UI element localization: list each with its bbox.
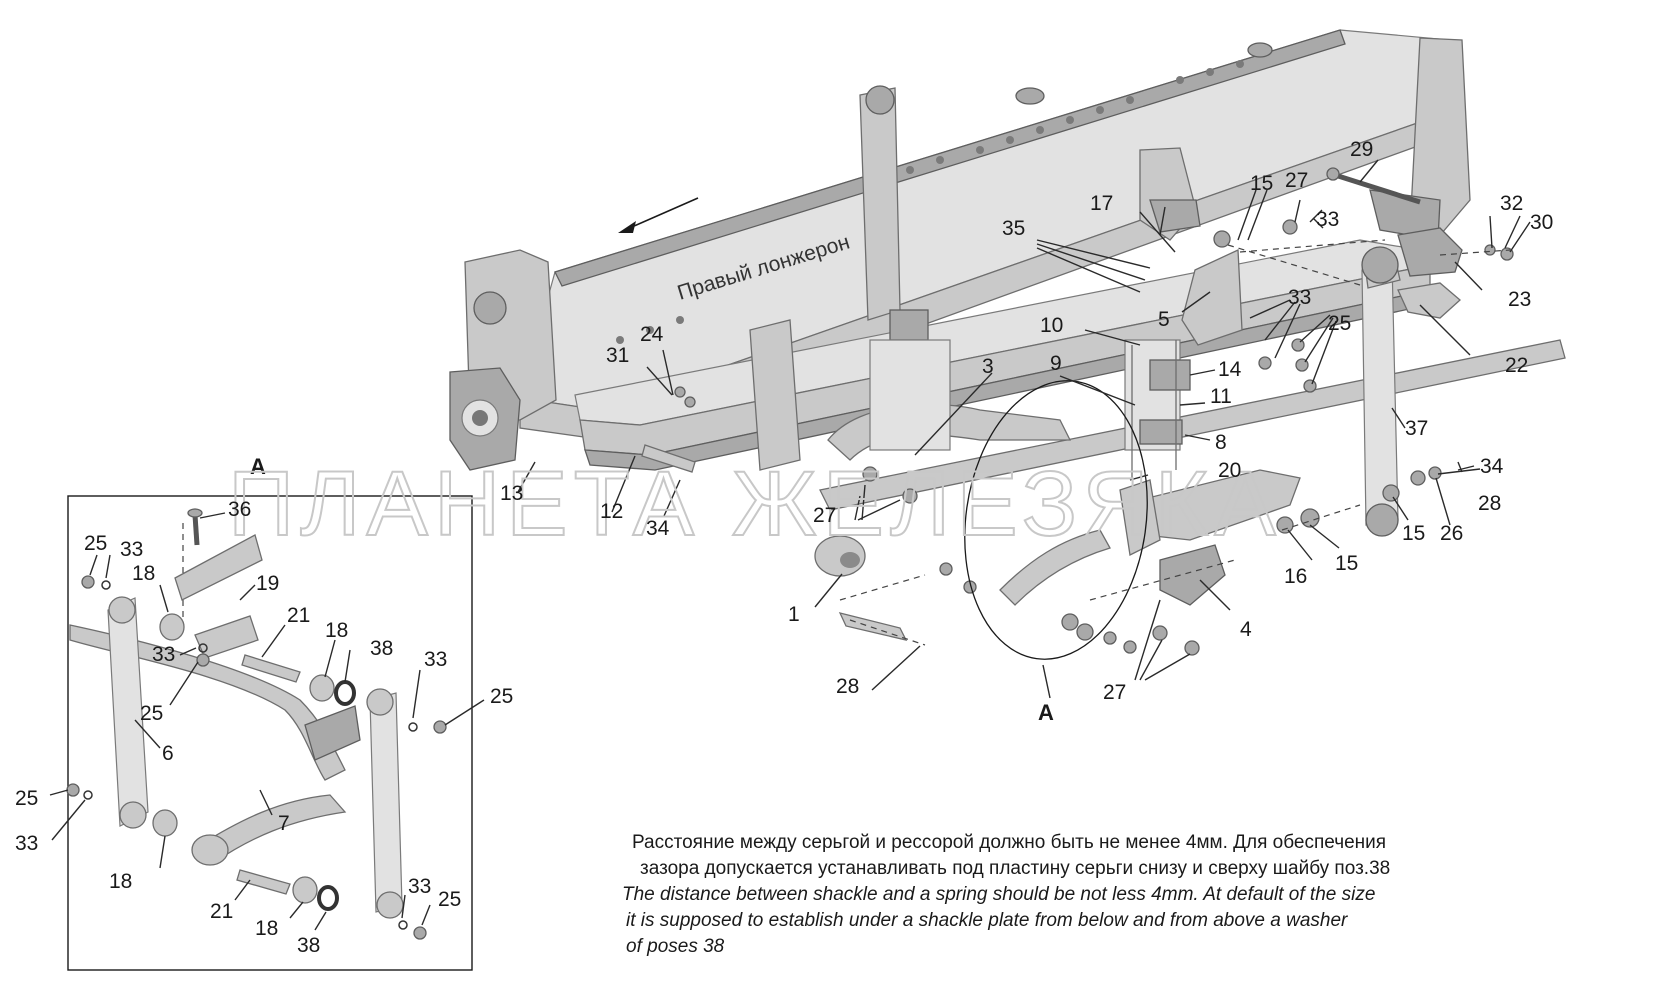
callout-18c: 18	[109, 870, 132, 893]
callout-24: 24	[640, 323, 664, 346]
shock-absorber	[1361, 246, 1401, 537]
callout-6: 6	[162, 742, 174, 765]
callout-30: 29	[1350, 138, 1373, 161]
callout-25e: 25	[438, 888, 461, 911]
callouts-detail: 6 7 18 18 18 18 19 21 21 25 25 25 25 25 …	[15, 498, 513, 957]
callout-9: 9	[1050, 352, 1062, 375]
note-ru-line2: зазора допускается устанавливать под пла…	[640, 858, 1391, 879]
spring-pad	[1181, 249, 1243, 346]
bolt-30	[1326, 167, 1421, 205]
callout-8: 8	[1215, 431, 1227, 454]
callout-33d: 33	[15, 832, 38, 855]
callout-1: 1	[788, 603, 800, 626]
leader-lines-detail	[49, 512, 485, 931]
callout-28b: 28	[1478, 492, 1501, 515]
note-en-line2: it is supposed to establish under a shac…	[626, 910, 1348, 931]
shock-upper-mount	[1397, 227, 1463, 319]
callout-27b: 27	[1103, 681, 1126, 704]
callout-17: 17	[1090, 192, 1113, 215]
callout-25: 25	[1328, 312, 1351, 335]
callout-34a: 33	[1316, 208, 1339, 231]
callout-25d: 25	[15, 787, 38, 810]
callout-13: 13	[500, 482, 523, 505]
section-label: A	[1038, 700, 1054, 725]
rear-bracket	[1369, 37, 1471, 241]
leader-lines	[517, 159, 1531, 691]
direction-arrow	[618, 197, 699, 233]
pin-12	[641, 444, 696, 473]
callout-11: 11	[1210, 385, 1232, 408]
callout-18d: 18	[255, 917, 278, 940]
callout-25b: 25	[140, 702, 163, 725]
callout-20: 20	[1218, 459, 1241, 482]
callout-19: 19	[256, 572, 279, 595]
callout-5: 5	[1158, 308, 1170, 331]
callout-36: 36	[228, 498, 251, 521]
callout-31: 30	[1530, 211, 1553, 234]
callout-26: 26	[1440, 522, 1463, 545]
front-shackle	[749, 85, 901, 471]
callout-22: 22	[1505, 354, 1528, 377]
note-ru-line1: Расстояние между серьгой и рессорой долж…	[632, 832, 1387, 853]
callout-38b: 38	[297, 934, 320, 957]
view-label: A	[250, 454, 266, 479]
callout-29: 28	[836, 675, 859, 698]
callout-15a: 15	[1250, 172, 1273, 195]
callout-33a: 33	[120, 538, 143, 561]
callout-4: 4	[1240, 618, 1252, 641]
callout-25c: 25	[490, 685, 513, 708]
axle-bracket	[1119, 469, 1301, 606]
callout-40: 37	[1405, 417, 1428, 440]
callout-14: 14	[1218, 358, 1242, 381]
note-en-line3: of poses 38	[626, 936, 725, 957]
callout-23: 23	[1508, 288, 1531, 311]
callout-3: 3	[982, 355, 994, 378]
callout-35: 34	[646, 517, 670, 540]
callout-33e: 33	[408, 875, 431, 898]
callouts-main: 1 3 4 5 8 9 10 11 12 13 14 15 15 15 16 1…	[500, 138, 1553, 704]
callout-21a: 21	[287, 604, 310, 627]
callout-12: 12	[600, 500, 623, 523]
callout-21b: 21	[210, 900, 233, 923]
callout-33c: 33	[424, 648, 447, 671]
frame-spar	[519, 29, 1463, 441]
callout-25a: 25	[84, 532, 107, 555]
callout-15c: 15	[1402, 522, 1425, 545]
callout-33b: 33	[1288, 286, 1311, 309]
callout-16: 16	[1284, 565, 1307, 588]
callout-34b: 34	[1480, 455, 1504, 478]
callout-28a: 27	[1285, 169, 1308, 192]
callout-33b: 33	[152, 643, 175, 666]
callout-7: 7	[278, 812, 290, 835]
callout-27a: 27	[813, 504, 836, 527]
front-bracket	[449, 249, 557, 471]
detail-view-a: A	[66, 454, 473, 971]
watermark: ПЛАНЕТА ЖЕЛЕЗЯКА	[228, 453, 1282, 555]
callout-38a: 38	[370, 637, 393, 660]
callout-18b: 18	[325, 619, 348, 642]
callout-10: 10	[1040, 314, 1063, 337]
note-en-line1: The distance between shackle and a sprin…	[622, 884, 1376, 905]
callout-33a: 32	[1500, 192, 1523, 215]
callout-15b: 15	[1335, 552, 1358, 575]
callout-32: 31	[606, 344, 629, 367]
assembly-lines	[182, 239, 1511, 646]
callout-37: 35	[1002, 217, 1025, 240]
callout-18a: 18	[132, 562, 155, 585]
